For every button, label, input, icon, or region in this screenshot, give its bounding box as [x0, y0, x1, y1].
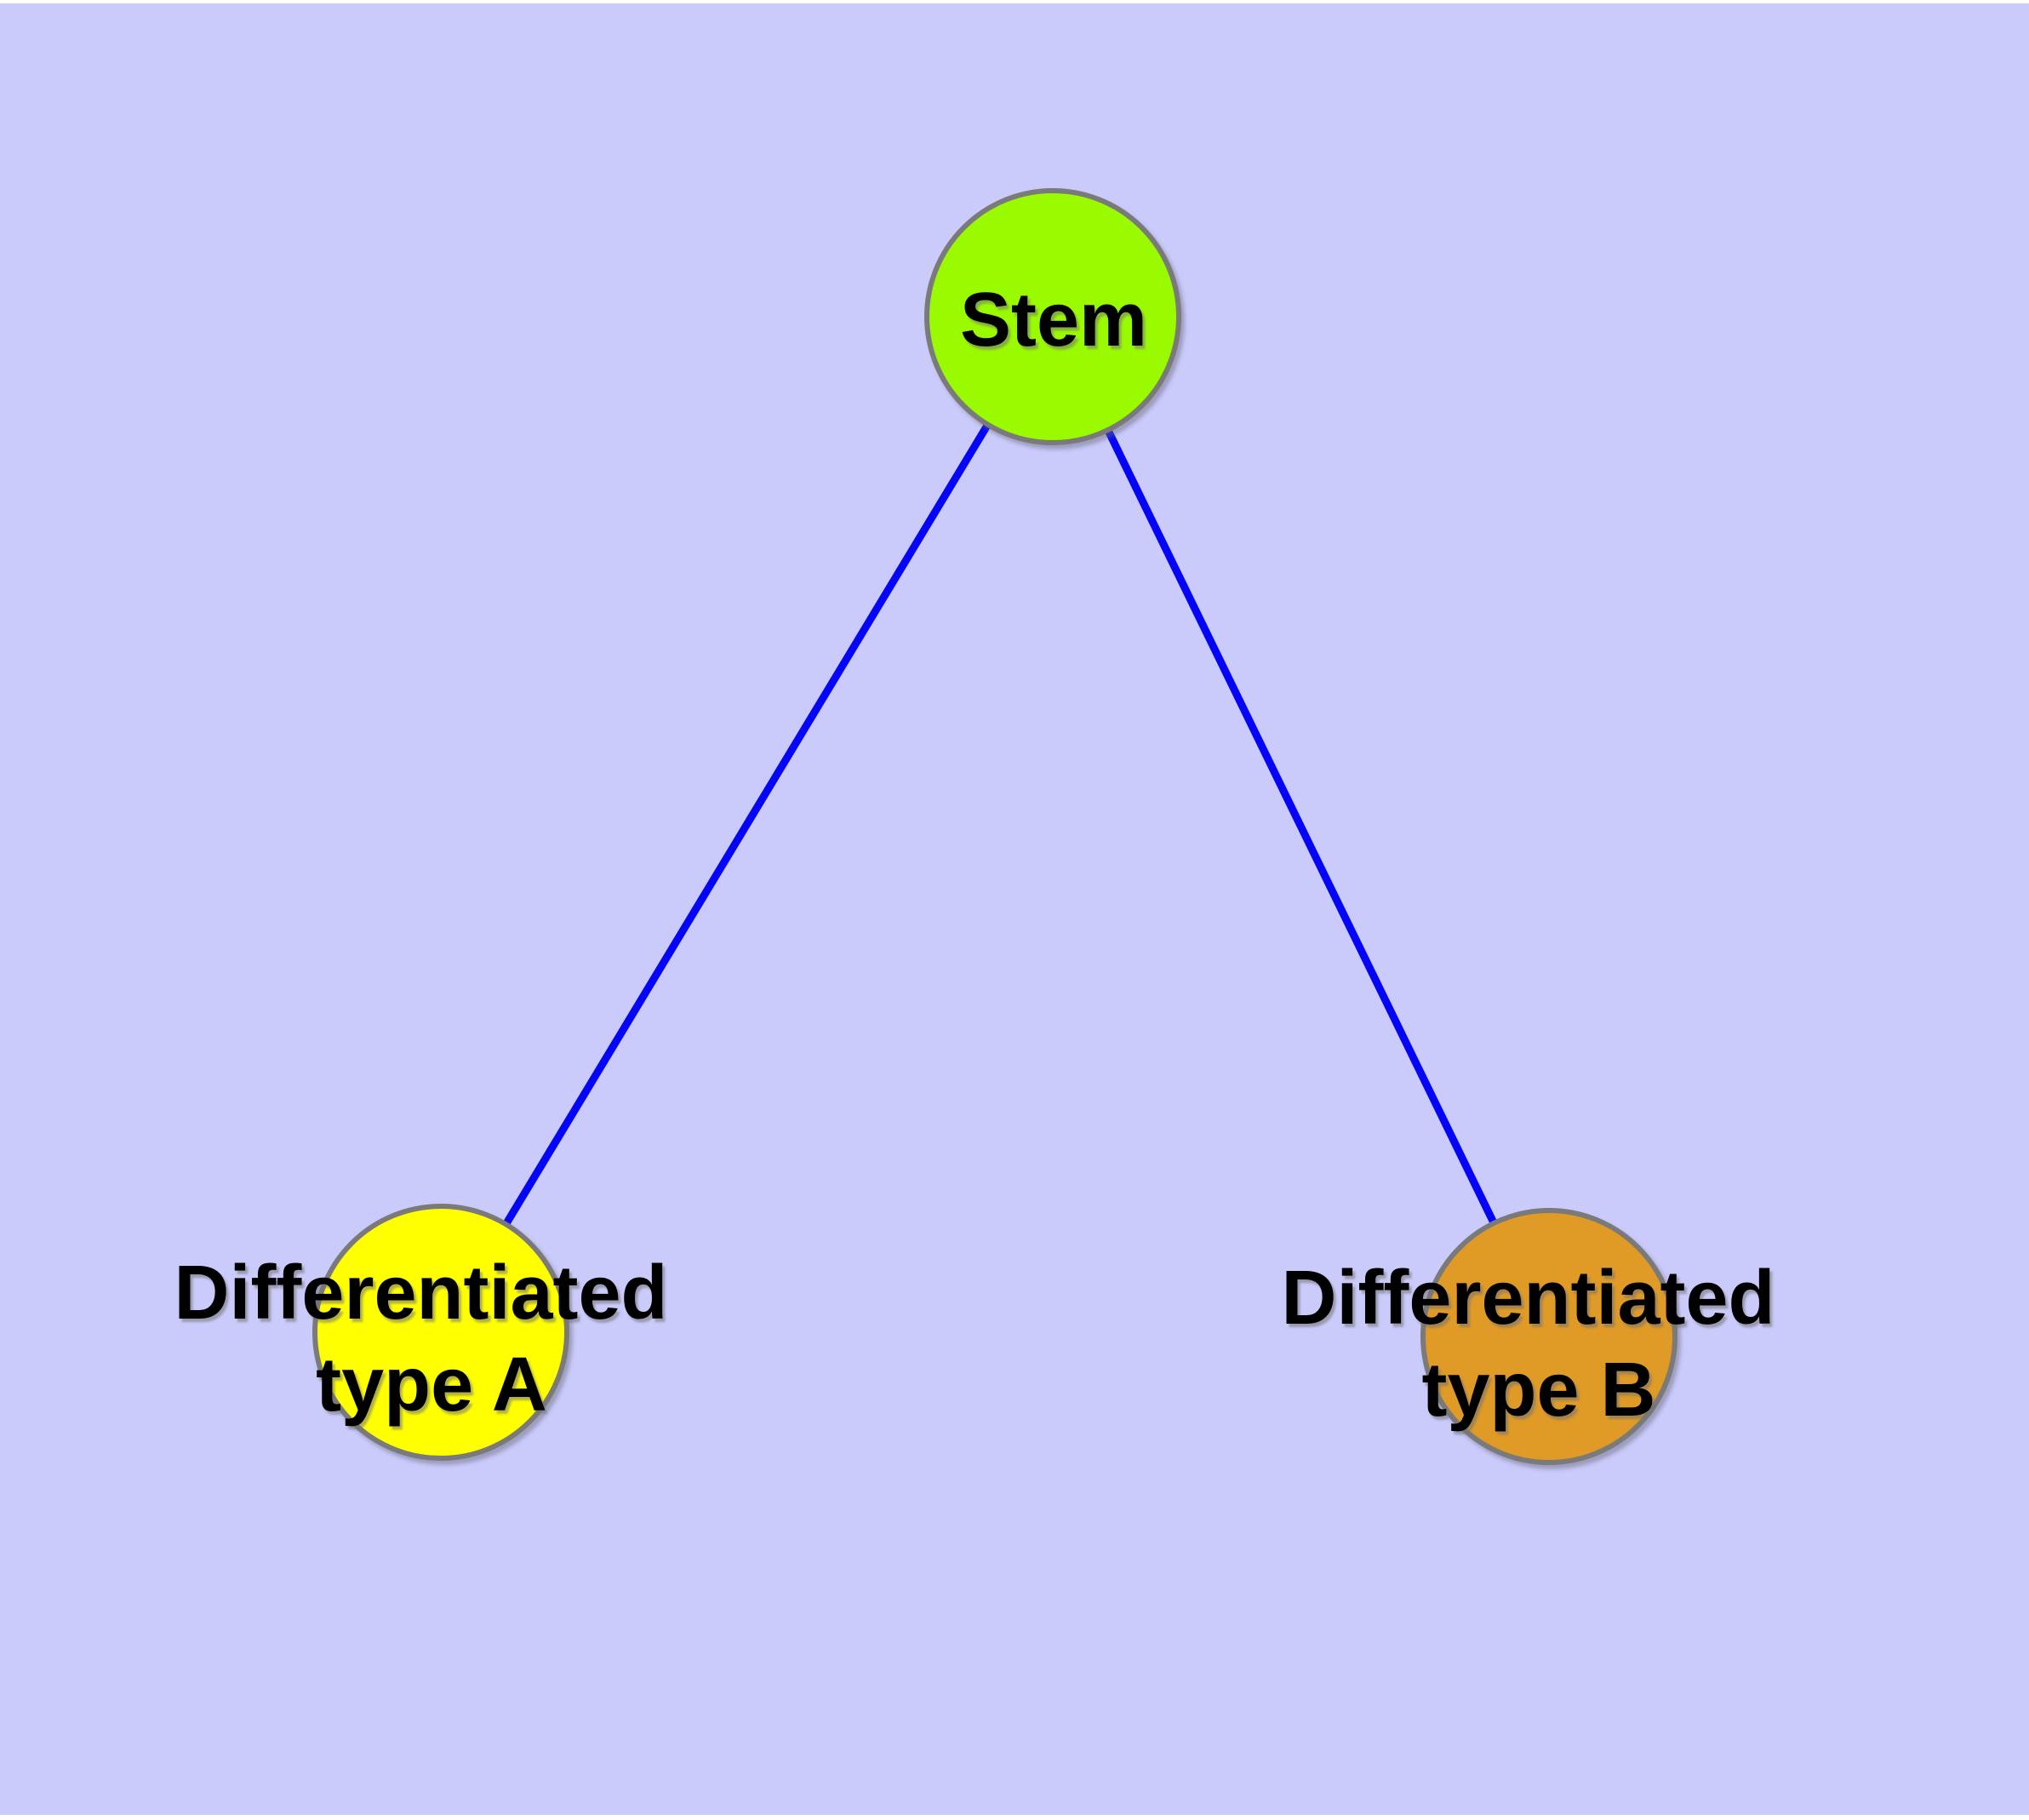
- nodes: [312, 188, 1677, 1465]
- node-stem[interactable]: [924, 188, 1181, 445]
- node-type-b-label-line1: Differentiated: [1281, 1256, 1775, 1341]
- node-type-a-label-line1: Differentiated: [174, 1251, 667, 1336]
- edge-stem-to-type-a[interactable]: [437, 314, 1056, 1335]
- node-differentiated-type-a[interactable]: [312, 1204, 569, 1461]
- edges: [437, 314, 1553, 1338]
- node-type-a-label-line2: type A: [316, 1342, 547, 1428]
- node-stem-label-text: Stem: [960, 278, 1147, 363]
- node-labels: Stem Differentiated type A Differentiate…: [174, 278, 1796, 1433]
- node-type-b-label-line2: type B: [1421, 1348, 1655, 1433]
- node-type-a-label: Differentiated type A: [174, 1251, 689, 1428]
- edge-stem-to-type-b[interactable]: [1049, 315, 1553, 1338]
- node-stem-label: Stem: [960, 278, 1147, 363]
- node-differentiated-type-b[interactable]: [1420, 1208, 1677, 1465]
- node-type-b-label: Differentiated type B: [1281, 1256, 1796, 1433]
